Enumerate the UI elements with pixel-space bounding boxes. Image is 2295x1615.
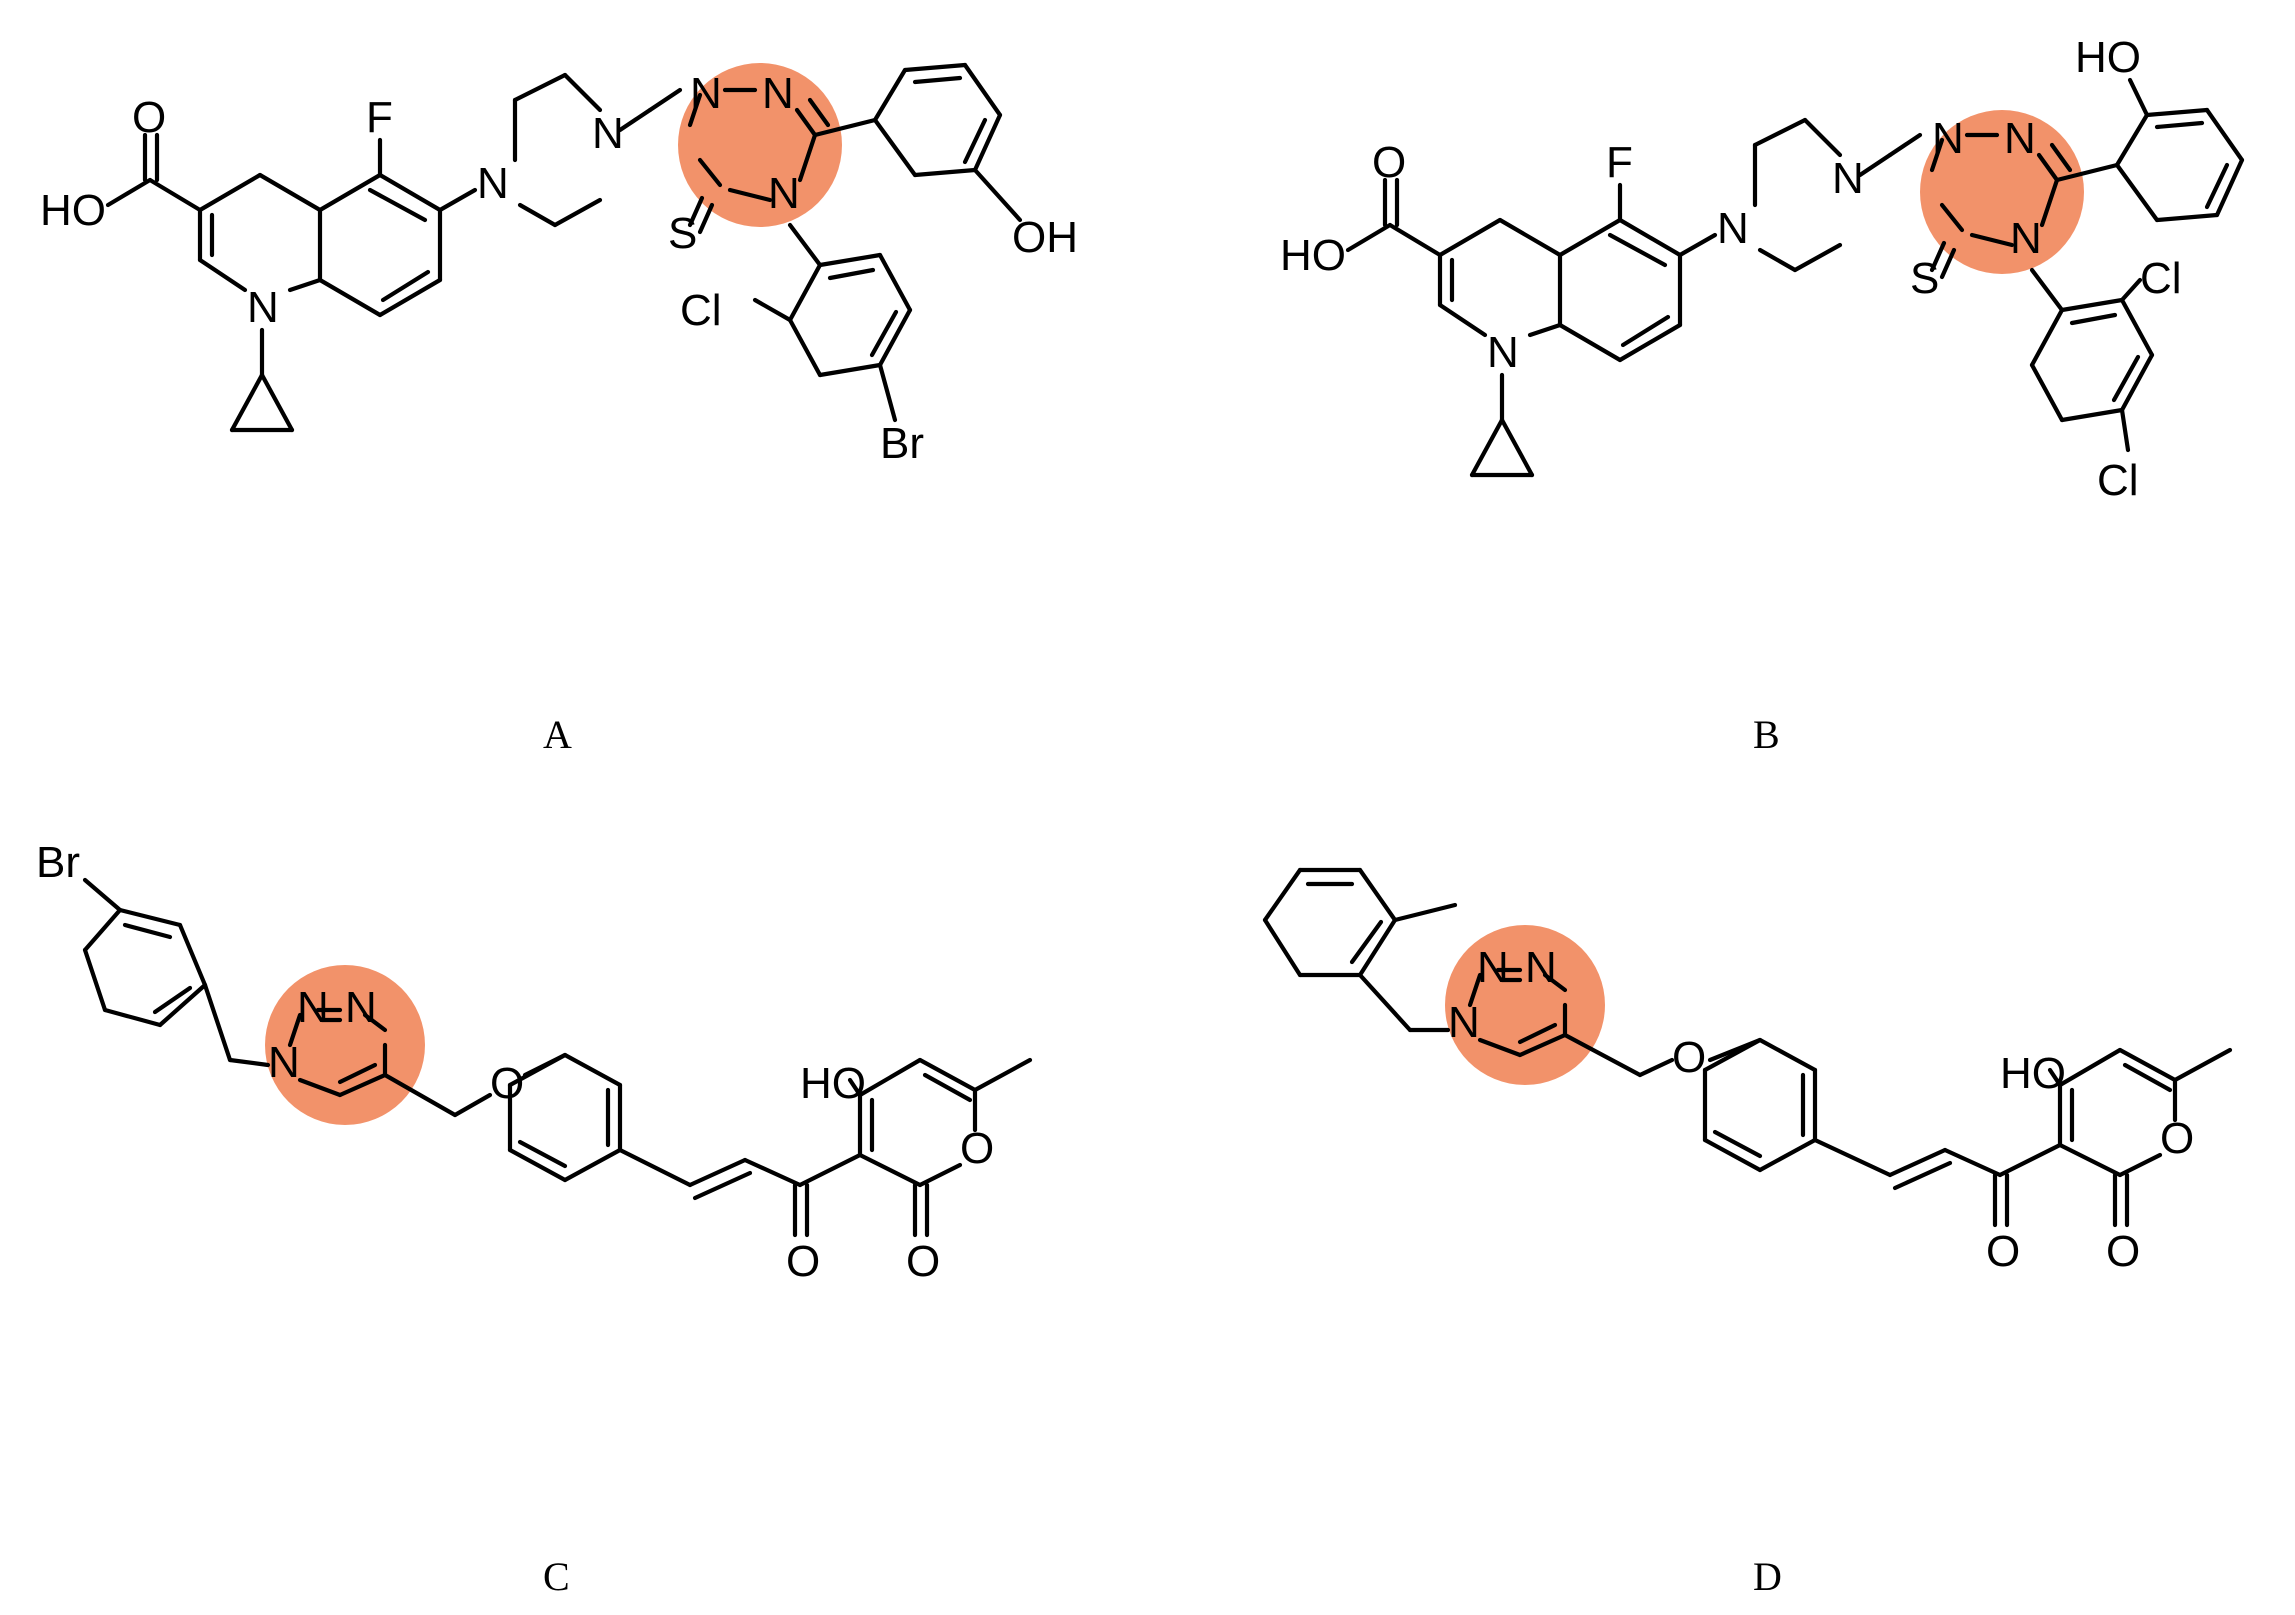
atom-ho-phenol-b: HO <box>2075 33 2141 82</box>
panel-label-a: A <box>543 712 572 757</box>
atom-br-c: Br <box>36 838 80 887</box>
atom-o-carbonyl-b: O <box>1372 138 1406 187</box>
atom-n-triazole4-a: N <box>768 169 800 218</box>
atom-n1-c: N <box>268 1038 300 1087</box>
atom-cl-a: Cl <box>680 286 722 335</box>
atom-o-carbonyl-a: O <box>132 93 166 142</box>
structure-c: Br N N N O HO O O O C <box>36 838 1033 1599</box>
atom-n-triazole1-a: N <box>690 69 722 118</box>
triazole-highlight-d <box>1445 925 1605 1085</box>
atom-o-ring-d: O <box>2160 1114 2194 1163</box>
atom-ho-c: HO <box>800 1059 866 1108</box>
atom-n-quinolone-a: N <box>247 283 279 332</box>
atom-n-piperazine1-b: N <box>1717 204 1749 253</box>
atom-o-lactone-d: O <box>2106 1227 2140 1276</box>
atom-n-piperazine2-a: N <box>592 109 624 158</box>
atom-ho-acid-a: HO <box>40 186 106 235</box>
atom-n3-d: N <box>1525 943 1557 992</box>
atom-oh-a: OH <box>1012 213 1078 262</box>
atom-o-ketone-d: O <box>1986 1227 2020 1276</box>
atom-n-triazole4-b: N <box>2010 214 2042 263</box>
triazole-highlight-c <box>265 965 425 1125</box>
structure-d: N N N O HO O O O D <box>1262 867 2233 1599</box>
atom-n2-d: N <box>1477 943 1509 992</box>
atom-n-quinolone-b: N <box>1487 328 1519 377</box>
atom-ho-d: HO <box>2000 1049 2066 1098</box>
panel-label-d: D <box>1753 1554 1782 1599</box>
triazole-highlight-b <box>1920 110 2084 274</box>
atom-o-ring-c: O <box>960 1124 994 1173</box>
bonds-b <box>1345 77 2245 478</box>
atom-br-a: Br <box>880 419 924 468</box>
atom-n-piperazine2-b: N <box>1832 154 1864 203</box>
atom-cl2-b: Cl <box>2097 456 2139 505</box>
atom-n2-c: N <box>297 983 329 1032</box>
atom-o-ether-d: O <box>1672 1033 1706 1082</box>
atom-n-triazole2-b: N <box>2004 114 2036 163</box>
atom-n-triazole1-b: N <box>1932 114 1964 163</box>
bonds-a <box>105 62 1023 433</box>
atom-n-triazole2-a: N <box>762 69 794 118</box>
atom-o-ketone-c: O <box>786 1237 820 1286</box>
atom-ho-acid-b: HO <box>1280 231 1346 280</box>
bonds-c <box>82 877 1033 1238</box>
atom-s-a: S <box>668 209 697 258</box>
atom-o-ether-c: O <box>490 1059 524 1108</box>
atom-cl1-b: Cl <box>2140 254 2182 303</box>
atom-n3-c: N <box>345 983 377 1032</box>
atom-o-lactone-c: O <box>906 1237 940 1286</box>
structure-b: O HO F N N N N N N S HO Cl Cl B <box>1280 33 2245 757</box>
atom-n-piperazine1-a: N <box>477 159 509 208</box>
panel-label-c: C <box>543 1554 570 1599</box>
atom-s-b: S <box>1910 254 1939 303</box>
panel-label-b: B <box>1753 712 1780 757</box>
atom-f-b: F <box>1606 138 1633 187</box>
atom-f-a: F <box>366 93 393 142</box>
bonds-d <box>1262 867 2233 1228</box>
structure-a: O HO F N N N N N N S OH Cl Br A <box>40 62 1078 757</box>
atom-n1-d: N <box>1448 998 1480 1047</box>
